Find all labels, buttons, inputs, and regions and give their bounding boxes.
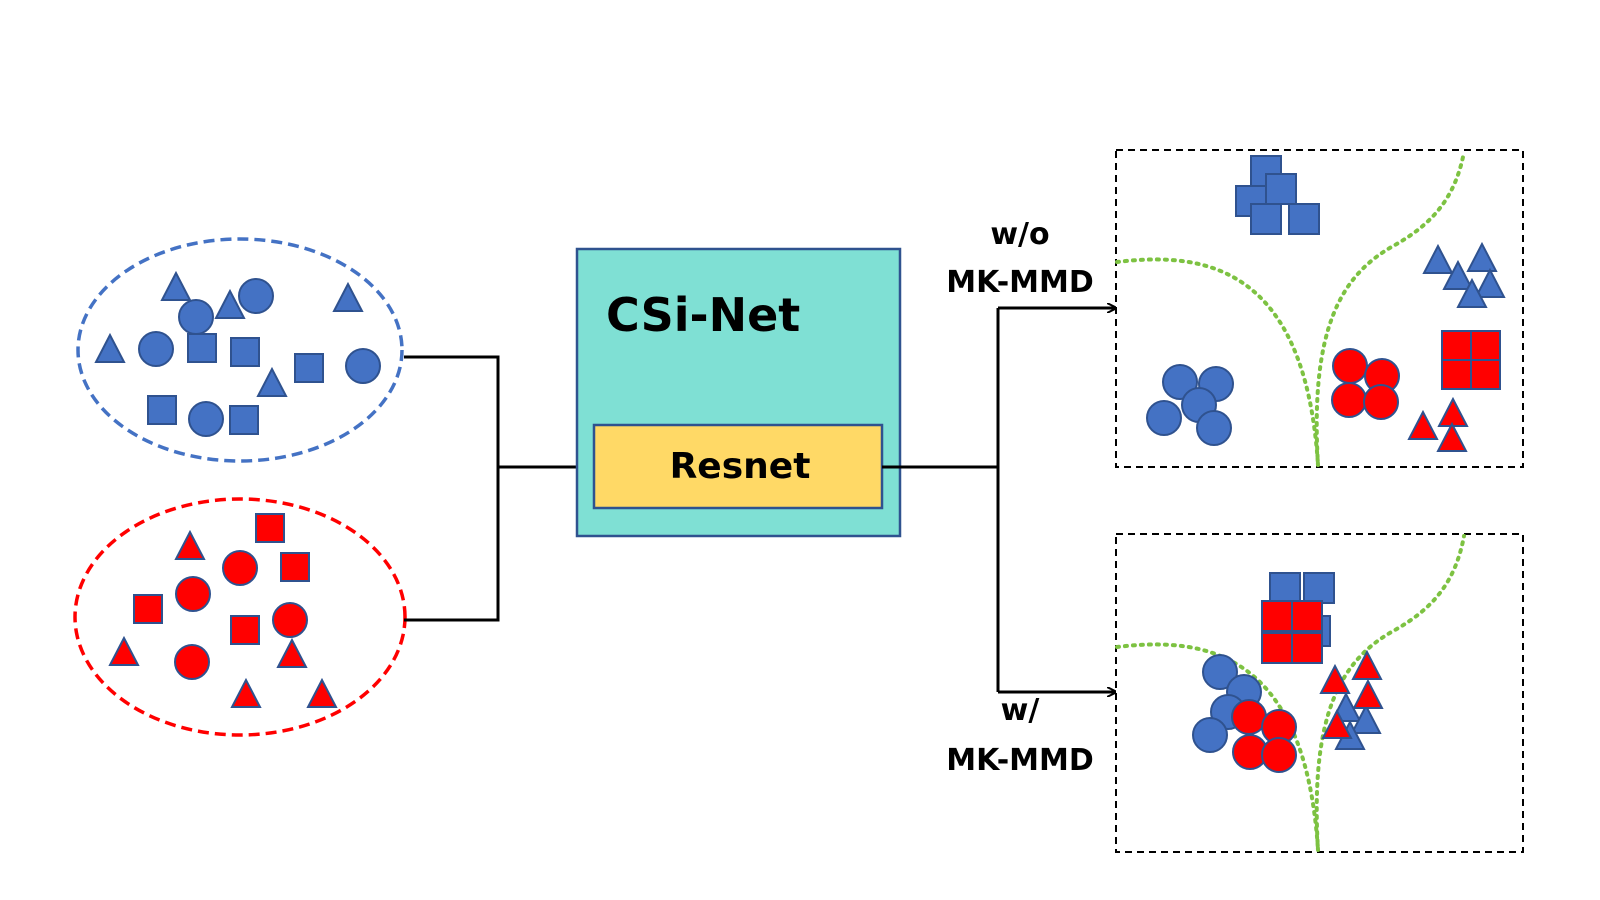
- square-icon: [229, 405, 259, 435]
- square-icon: [133, 594, 163, 624]
- branch-label-without-line2: MK-MMD: [946, 265, 1094, 300]
- resnet-block: [592, 423, 884, 510]
- triangle-icon: [1466, 241, 1498, 272]
- circle-icon: [272, 602, 308, 638]
- square-icon: [147, 395, 177, 425]
- circle-icon: [1332, 348, 1368, 384]
- clustered-markers-red: [1331, 330, 1501, 452]
- circle-icon: [1331, 382, 1367, 418]
- square-icon: [1441, 359, 1472, 390]
- circle-icon: [1192, 717, 1228, 753]
- square-icon: [1269, 572, 1301, 604]
- circle-icon: [1261, 737, 1297, 773]
- decision-boundary-left: [1115, 642, 1320, 852]
- triangle-icon: [1442, 259, 1474, 290]
- branch-label-with-line2: MK-MMD: [946, 743, 1094, 778]
- triangle-icon: [332, 281, 364, 312]
- square-icon: [280, 552, 310, 582]
- resnet-block-label: Resnet: [669, 446, 811, 487]
- clustered-markers: [1146, 155, 1506, 446]
- square-icon: [1261, 632, 1293, 664]
- target-domain-ellipse: [73, 497, 407, 737]
- square-icon: [1470, 359, 1501, 390]
- circle-icon: [138, 331, 174, 367]
- triangle-icon: [1351, 649, 1383, 680]
- decision-boundary-right: [1314, 534, 1466, 852]
- circle-icon: [174, 644, 210, 680]
- triangle-icon: [230, 677, 262, 708]
- triangle-icon: [1350, 703, 1382, 734]
- triangle-icon: [1407, 409, 1439, 440]
- triangle-icon: [108, 635, 140, 666]
- circle-icon: [1146, 400, 1182, 436]
- square-icon: [1291, 600, 1323, 632]
- result-panel-with-mmd: [1115, 533, 1524, 853]
- circle-icon: [1196, 410, 1232, 446]
- branch-label-without-line1: w/o: [990, 217, 1050, 252]
- circle-icon: [175, 576, 211, 612]
- triangle-icon: [276, 637, 308, 668]
- source-domain-ellipse: [76, 237, 404, 463]
- circle-icon: [188, 401, 224, 437]
- source-domain-markers: [94, 270, 381, 437]
- triangle-icon: [1319, 663, 1351, 694]
- triangle-icon: [1456, 277, 1488, 308]
- target-domain-markers: [108, 513, 338, 708]
- branch-label-with-line1: w/: [1000, 693, 1040, 728]
- triangle-icon: [1352, 678, 1384, 709]
- triangle-icon: [160, 270, 192, 301]
- square-icon: [1250, 203, 1282, 235]
- target-connector: [404, 466, 500, 622]
- square-icon: [230, 337, 260, 367]
- square-icon: [1288, 203, 1320, 235]
- square-icon: [187, 333, 217, 363]
- square-icon: [294, 353, 324, 383]
- square-icon: [1470, 330, 1501, 361]
- triangle-icon: [174, 529, 206, 560]
- circle-icon: [238, 278, 274, 314]
- triangle-icon: [256, 366, 288, 397]
- square-icon: [230, 615, 260, 645]
- square-icon: [1303, 572, 1335, 604]
- triangle-icon: [1321, 708, 1353, 739]
- square-icon: [1261, 600, 1293, 632]
- triangle-icon: [1422, 243, 1454, 274]
- circle-icon: [1202, 654, 1238, 690]
- square-icon: [1291, 632, 1323, 664]
- square-icon: [255, 513, 285, 543]
- circle-icon: [222, 550, 258, 586]
- square-icon: [1441, 330, 1472, 361]
- triangle-icon: [1474, 267, 1506, 298]
- decision-boundary-right: [1314, 150, 1466, 467]
- square-icon: [1265, 173, 1297, 205]
- red-mixed-markers: [1231, 600, 1384, 773]
- triangle-icon: [94, 332, 126, 363]
- circle-icon: [1231, 699, 1267, 735]
- triangle-icon: [214, 288, 246, 319]
- network-title: CSi-Net: [606, 288, 801, 342]
- decision-boundary-left: [1115, 257, 1320, 467]
- circle-icon: [345, 348, 381, 384]
- circle-icon: [178, 299, 214, 335]
- triangle-icon: [1436, 421, 1468, 452]
- source-connector: [404, 355, 500, 468]
- result-panel-without-mmd: [1115, 149, 1524, 468]
- circle-icon: [1363, 384, 1399, 420]
- triangle-icon: [306, 677, 338, 708]
